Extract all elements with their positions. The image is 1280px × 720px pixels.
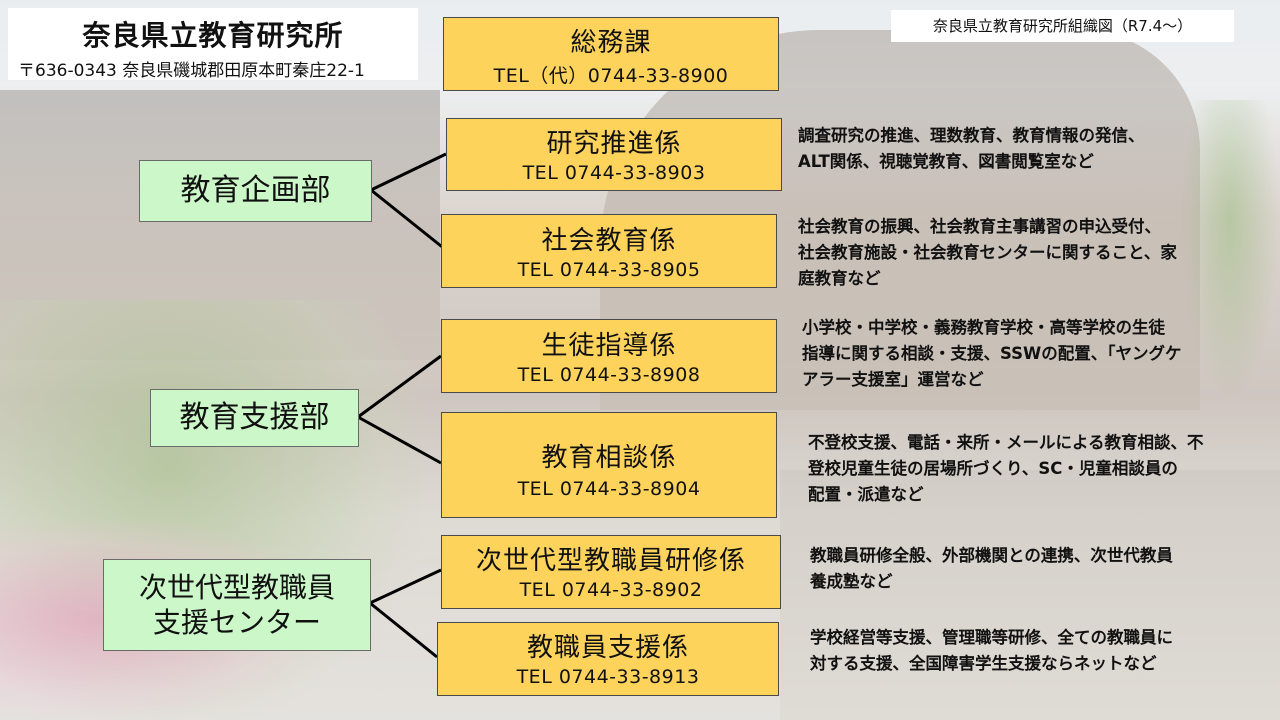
desc-line: 指導に関する相談・支援、SSWの配置、「ヤングケ [802,344,1182,363]
unit-description: 学校経営等支援、管理職等研修、全ての教職員に 対する支援、全国障害学生支援ならネ… [810,625,1173,677]
unit-name: 生徒指導係 [541,331,677,361]
org-chart-caption: 奈良県立教育研究所組織図（R7.4～） [891,10,1234,42]
connector-center [367,568,442,659]
unit-description: 社会教育の振興、社会教育主事講習の申込受付、 社会教育施設・社会教育センターに関… [798,214,1177,292]
unit-general-affairs: 総務課 TEL（代）0744-33-8900 [443,17,779,91]
department-name-line: 支援センター [152,606,321,639]
unit-description: 調査研究の推進、理数教育、教育情報の発信、 ALT関係、視聴覚教育、図書閲覧室な… [798,123,1145,175]
desc-line: 教職員研修全般、外部機関との連携、次世代教員 [810,546,1173,565]
unit-tel: TEL 0744-33-8902 [519,579,703,601]
desc-line: 小学校・中学校・義務教育学校・高等学校の生徒 [802,318,1165,337]
unit-tel: TEL 0744-33-8913 [516,666,700,688]
plaza [780,470,1280,720]
department-center: 次世代型教職員 支援センター [103,559,371,651]
desc-line: 養成塾など [810,572,893,591]
unit-social-education: 社会教育係 TEL 0744-33-8905 [441,214,777,288]
unit-name: 次世代型教職員研修係 [475,546,746,576]
desc-line: 社会教育施設・社会教育センターに関すること、家 [798,243,1177,262]
page-title: 奈良県立教育研究所 [82,19,344,52]
desc-line: 登校児童生徒の居場所づくり、SC・児童相談員の [808,459,1178,478]
unit-tel: TEL 0744-33-8903 [522,162,706,184]
trees-right [1180,100,1280,400]
desc-line: 不登校支援、電話・来所・メールによる教育相談、不 [808,433,1204,452]
unit-description: 小学校・中学校・義務教育学校・高等学校の生徒 指導に関する相談・支援、SSWの配… [802,315,1181,393]
department-kikaku: 教育企画部 [139,160,372,222]
department-name: 教育企画部 [180,173,331,209]
desc-line: 社会教育の振興、社会教育主事講習の申込受付、 [798,217,1161,236]
desc-line: 対する支援、全国障害学生支援ならネットなど [810,654,1157,673]
unit-name: 教育相談係 [541,443,677,473]
unit-description: 不登校支援、電話・来所・メールによる教育相談、不 登校児童生徒の居場所づくり、S… [808,430,1204,508]
department-name: 教育支援部 [179,400,330,436]
address: 〒636-0343 奈良県磯城郡田原本町秦庄22-1 [18,61,365,81]
unit-education-counseling: 教育相談係 TEL 0744-33-8904 [441,412,777,518]
connector-kikaku [368,152,447,252]
unit-tel: TEL 0744-33-8904 [517,478,701,500]
unit-description: 教職員研修全般、外部機関との連携、次世代教員 養成塾など [810,543,1173,595]
unit-name: 研究推進係 [546,129,682,159]
desc-line: アラー支援室」運営など [802,370,984,389]
department-shien: 教育支援部 [150,389,359,447]
unit-staff-support: 教職員支援係 TEL 0744-33-8913 [437,622,779,696]
unit-research: 研究推進係 TEL 0744-33-8903 [446,118,782,191]
department-name-line: 次世代型教職員 [138,571,335,604]
unit-tel: TEL 0744-33-8905 [517,259,701,281]
unit-name: 社会教育係 [541,226,677,256]
desc-line: 調査研究の推進、理数教育、教育情報の発信、 [798,126,1145,145]
unit-student-guidance: 生徒指導係 TEL 0744-33-8908 [441,319,777,393]
title-box: 奈良県立教育研究所 〒636-0343 奈良県磯城郡田原本町秦庄22-1 [8,8,418,81]
unit-next-gen-training: 次世代型教職員研修係 TEL 0744-33-8902 [441,535,781,609]
connector-shien [355,354,442,465]
desc-line: 学校経営等支援、管理職等研修、全ての教職員に [810,628,1173,647]
unit-tel: TEL 0744-33-8908 [517,364,701,386]
unit-tel: TEL（代）0744-33-8900 [493,65,729,87]
unit-name: 総務課 [570,28,652,58]
desc-line: ALT関係、視聴覚教育、図書閲覧室など [798,152,1094,171]
desc-line: 庭教育など [798,269,881,288]
unit-name: 教職員支援係 [526,633,689,663]
desc-line: 配置・派遣など [808,485,924,504]
